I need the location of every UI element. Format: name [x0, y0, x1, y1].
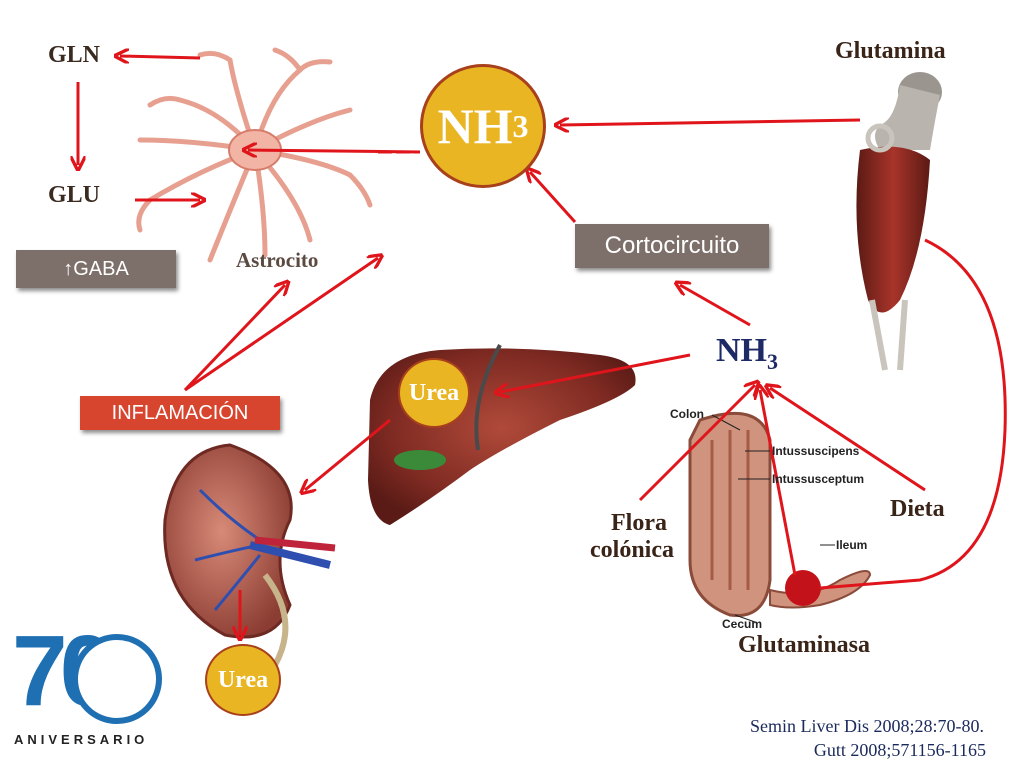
colon-illustration	[688, 411, 872, 623]
gaba-box: ↑GABA	[16, 250, 176, 288]
urea-kidney-circle: Urea	[205, 644, 281, 716]
inflamacion-label: INFLAMACIÓN	[111, 402, 249, 424]
label-ileum: Ileum	[836, 538, 868, 552]
label-intussusceptum: Intussusceptum	[772, 472, 865, 486]
urea-kidney-label: Urea	[217, 666, 269, 693]
label-colon: Colon	[670, 407, 704, 421]
gaba-label: ↑GABA	[63, 258, 129, 280]
label-cecum: Cecum	[722, 617, 763, 631]
muscle-leg-illustration	[856, 72, 942, 371]
urea-liver-label: Urea	[408, 379, 460, 406]
nh3-main-label: NH	[437, 98, 513, 154]
citation-line1: Semin Liver Dis 2008;28:70-80.	[750, 716, 984, 736]
arrow-inflammation-to-astrocyte-1	[183, 285, 285, 392]
label-glu: GLU	[48, 182, 101, 208]
arrow-glutaminase-to-nh3	[760, 390, 797, 576]
arrow-nh3-to-cortocircuito	[680, 285, 751, 327]
arrow-flora-to-nh3	[638, 385, 755, 502]
kidney-illustration	[163, 443, 336, 667]
glutamine-loop-line	[819, 238, 1007, 590]
arrow-to-gln	[120, 56, 201, 58]
label-astrocito: Astrocito	[236, 248, 319, 272]
cortocircuito-box: Cortocircuito	[575, 224, 769, 268]
label-intussuscipens: Intussuscipens	[772, 444, 860, 458]
flora-line1: Flora	[611, 510, 667, 536]
nh3-small-text: NH	[716, 332, 767, 369]
arrow-nh3-to-astrocyte	[248, 150, 421, 152]
arrow-dieta-to-nh3	[770, 388, 926, 492]
inflamacion-box: INFLAMACIÓN	[80, 396, 280, 430]
nh3-main-sub: 3	[512, 107, 529, 144]
citation-line2: Gutt 2008;571156-1165	[813, 740, 986, 760]
label-flora: Flora colónica	[590, 510, 674, 564]
arrow-nh3-to-urea	[500, 353, 691, 392]
flora-line2: colónica	[590, 537, 674, 563]
nh3-small-sub: 3	[767, 348, 778, 374]
label-glutaminasa: Glutaminasa	[738, 632, 871, 658]
logo-seal-icon	[72, 634, 162, 724]
label-glutamina: Glutamina	[835, 38, 946, 64]
nh3-small-label: NH3	[716, 332, 778, 375]
arrow-liver-to-kidney	[305, 418, 391, 490]
arrow-inflammation-to-astrocyte-2	[184, 258, 378, 392]
logo-text: ANIVERSARIO	[14, 732, 149, 747]
urea-liver-circle: Urea	[398, 358, 470, 428]
cortocircuito-label: Cortocircuito	[604, 232, 740, 259]
anniversary-logo: 70 ANIVERSARIO	[12, 616, 162, 752]
arrow-cortocircuito-to-nh3	[530, 172, 577, 224]
label-dieta: Dieta	[890, 496, 945, 522]
arrow-glutamina-to-nh3	[560, 120, 861, 125]
label-gln: GLN	[48, 42, 101, 68]
